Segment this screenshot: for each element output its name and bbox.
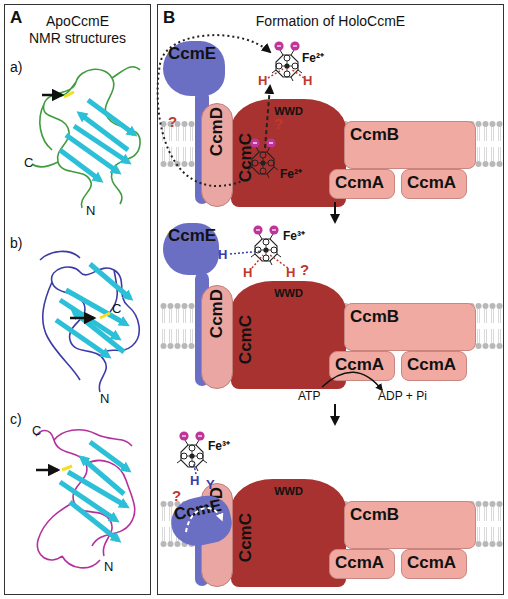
ligand-bond <box>252 255 288 268</box>
protein-name: CcmB <box>350 307 399 327</box>
iron-label: Fe²⁺ <box>280 168 302 180</box>
step-arrow <box>334 404 336 424</box>
heme <box>177 431 207 471</box>
protein-name: CcmE <box>168 44 216 64</box>
protein-name: CcmC <box>236 315 256 364</box>
protein-box: CcmB <box>344 501 476 549</box>
protein-name: CcmD <box>207 107 227 156</box>
terminus-label: N <box>100 392 109 405</box>
motif-label: WWD <box>231 287 346 299</box>
structure-label: b) <box>10 236 22 250</box>
protein-name: CcmC <box>236 513 256 562</box>
iron-label: Fe²⁺ <box>302 52 324 64</box>
structure-label: c) <box>10 412 22 426</box>
ligand-bond <box>193 461 196 474</box>
question-mark: ? <box>300 262 309 277</box>
protein-name: CcmA <box>335 355 384 375</box>
protein-name: CcmB <box>350 505 399 525</box>
protein-box: CcmB <box>344 121 476 169</box>
protein-box: CcmD <box>201 285 233 389</box>
protein-name: CcmA <box>335 173 384 193</box>
heme <box>272 41 302 81</box>
panel-letter: A <box>10 8 22 28</box>
step-arrow <box>334 202 336 222</box>
heme <box>251 225 281 265</box>
ligand-label: H <box>190 474 199 487</box>
terminus-label: C <box>24 156 33 169</box>
protein-name: CcmA <box>335 553 384 573</box>
ligand-label: H <box>286 266 295 279</box>
ligand-bond <box>268 69 304 78</box>
protein-box: CcmA <box>401 169 467 199</box>
protein-box: CcmA <box>401 351 467 381</box>
motif-label: WWD <box>231 105 346 117</box>
structure-label: a) <box>10 60 22 74</box>
protein-structure-c <box>36 430 135 568</box>
protein-box: CcmA <box>329 549 395 579</box>
question-mark: ? <box>274 116 283 131</box>
molecule-label: ADP + Pi <box>378 390 427 402</box>
protein-box: CcmA <box>401 549 467 579</box>
terminus-label: C <box>32 424 41 437</box>
ligand-label: H <box>258 74 267 87</box>
terminus-label: C <box>112 302 121 315</box>
molecule-label: ATP <box>298 390 320 402</box>
panel-heading: ApoCcmE NMR structures <box>19 13 136 47</box>
protein-name: CcmB <box>350 125 399 145</box>
ligand-label: H <box>218 248 227 261</box>
terminus-label: N <box>86 204 95 217</box>
protein-box: CcmE <box>163 41 225 96</box>
protein-name: CcmA <box>407 553 456 573</box>
panel-box: BFormation of HoloCcmE CcmE CcmD CcmC WWD Ccm… <box>157 4 504 595</box>
iron-label: Fe³⁺ <box>208 440 230 452</box>
question-mark: ? <box>172 488 181 503</box>
protein-name: CcmA <box>407 173 456 193</box>
protein-name: CcmD <box>207 289 227 338</box>
terminus-label: N <box>104 560 113 573</box>
ligand-label: Y <box>206 478 215 491</box>
ligand-label: H <box>303 74 312 87</box>
panel-letter: B <box>163 8 175 28</box>
protein-box: CcmD <box>201 103 233 207</box>
protein-name: CcmA <box>407 355 456 375</box>
protein-structure-b <box>40 251 139 392</box>
iron-label: Fe³⁺ <box>283 230 305 242</box>
protein-box: CcmA <box>329 351 395 381</box>
protein-box: CcmA <box>329 169 395 199</box>
protein-box: CcmB <box>344 303 476 351</box>
motif-label: WWD <box>231 485 346 497</box>
protein-box: CcmE <box>163 223 219 275</box>
question-mark: ? <box>168 114 177 129</box>
ligand-label: H <box>243 266 252 279</box>
ligand-bond <box>230 251 262 254</box>
protein-structure-a <box>32 67 140 208</box>
panel-heading: Formation of HoloCcmE <box>172 13 489 30</box>
protein-name: CcmE <box>168 226 216 246</box>
panel-box: AApoCcmE NMR structures <box>4 4 151 595</box>
